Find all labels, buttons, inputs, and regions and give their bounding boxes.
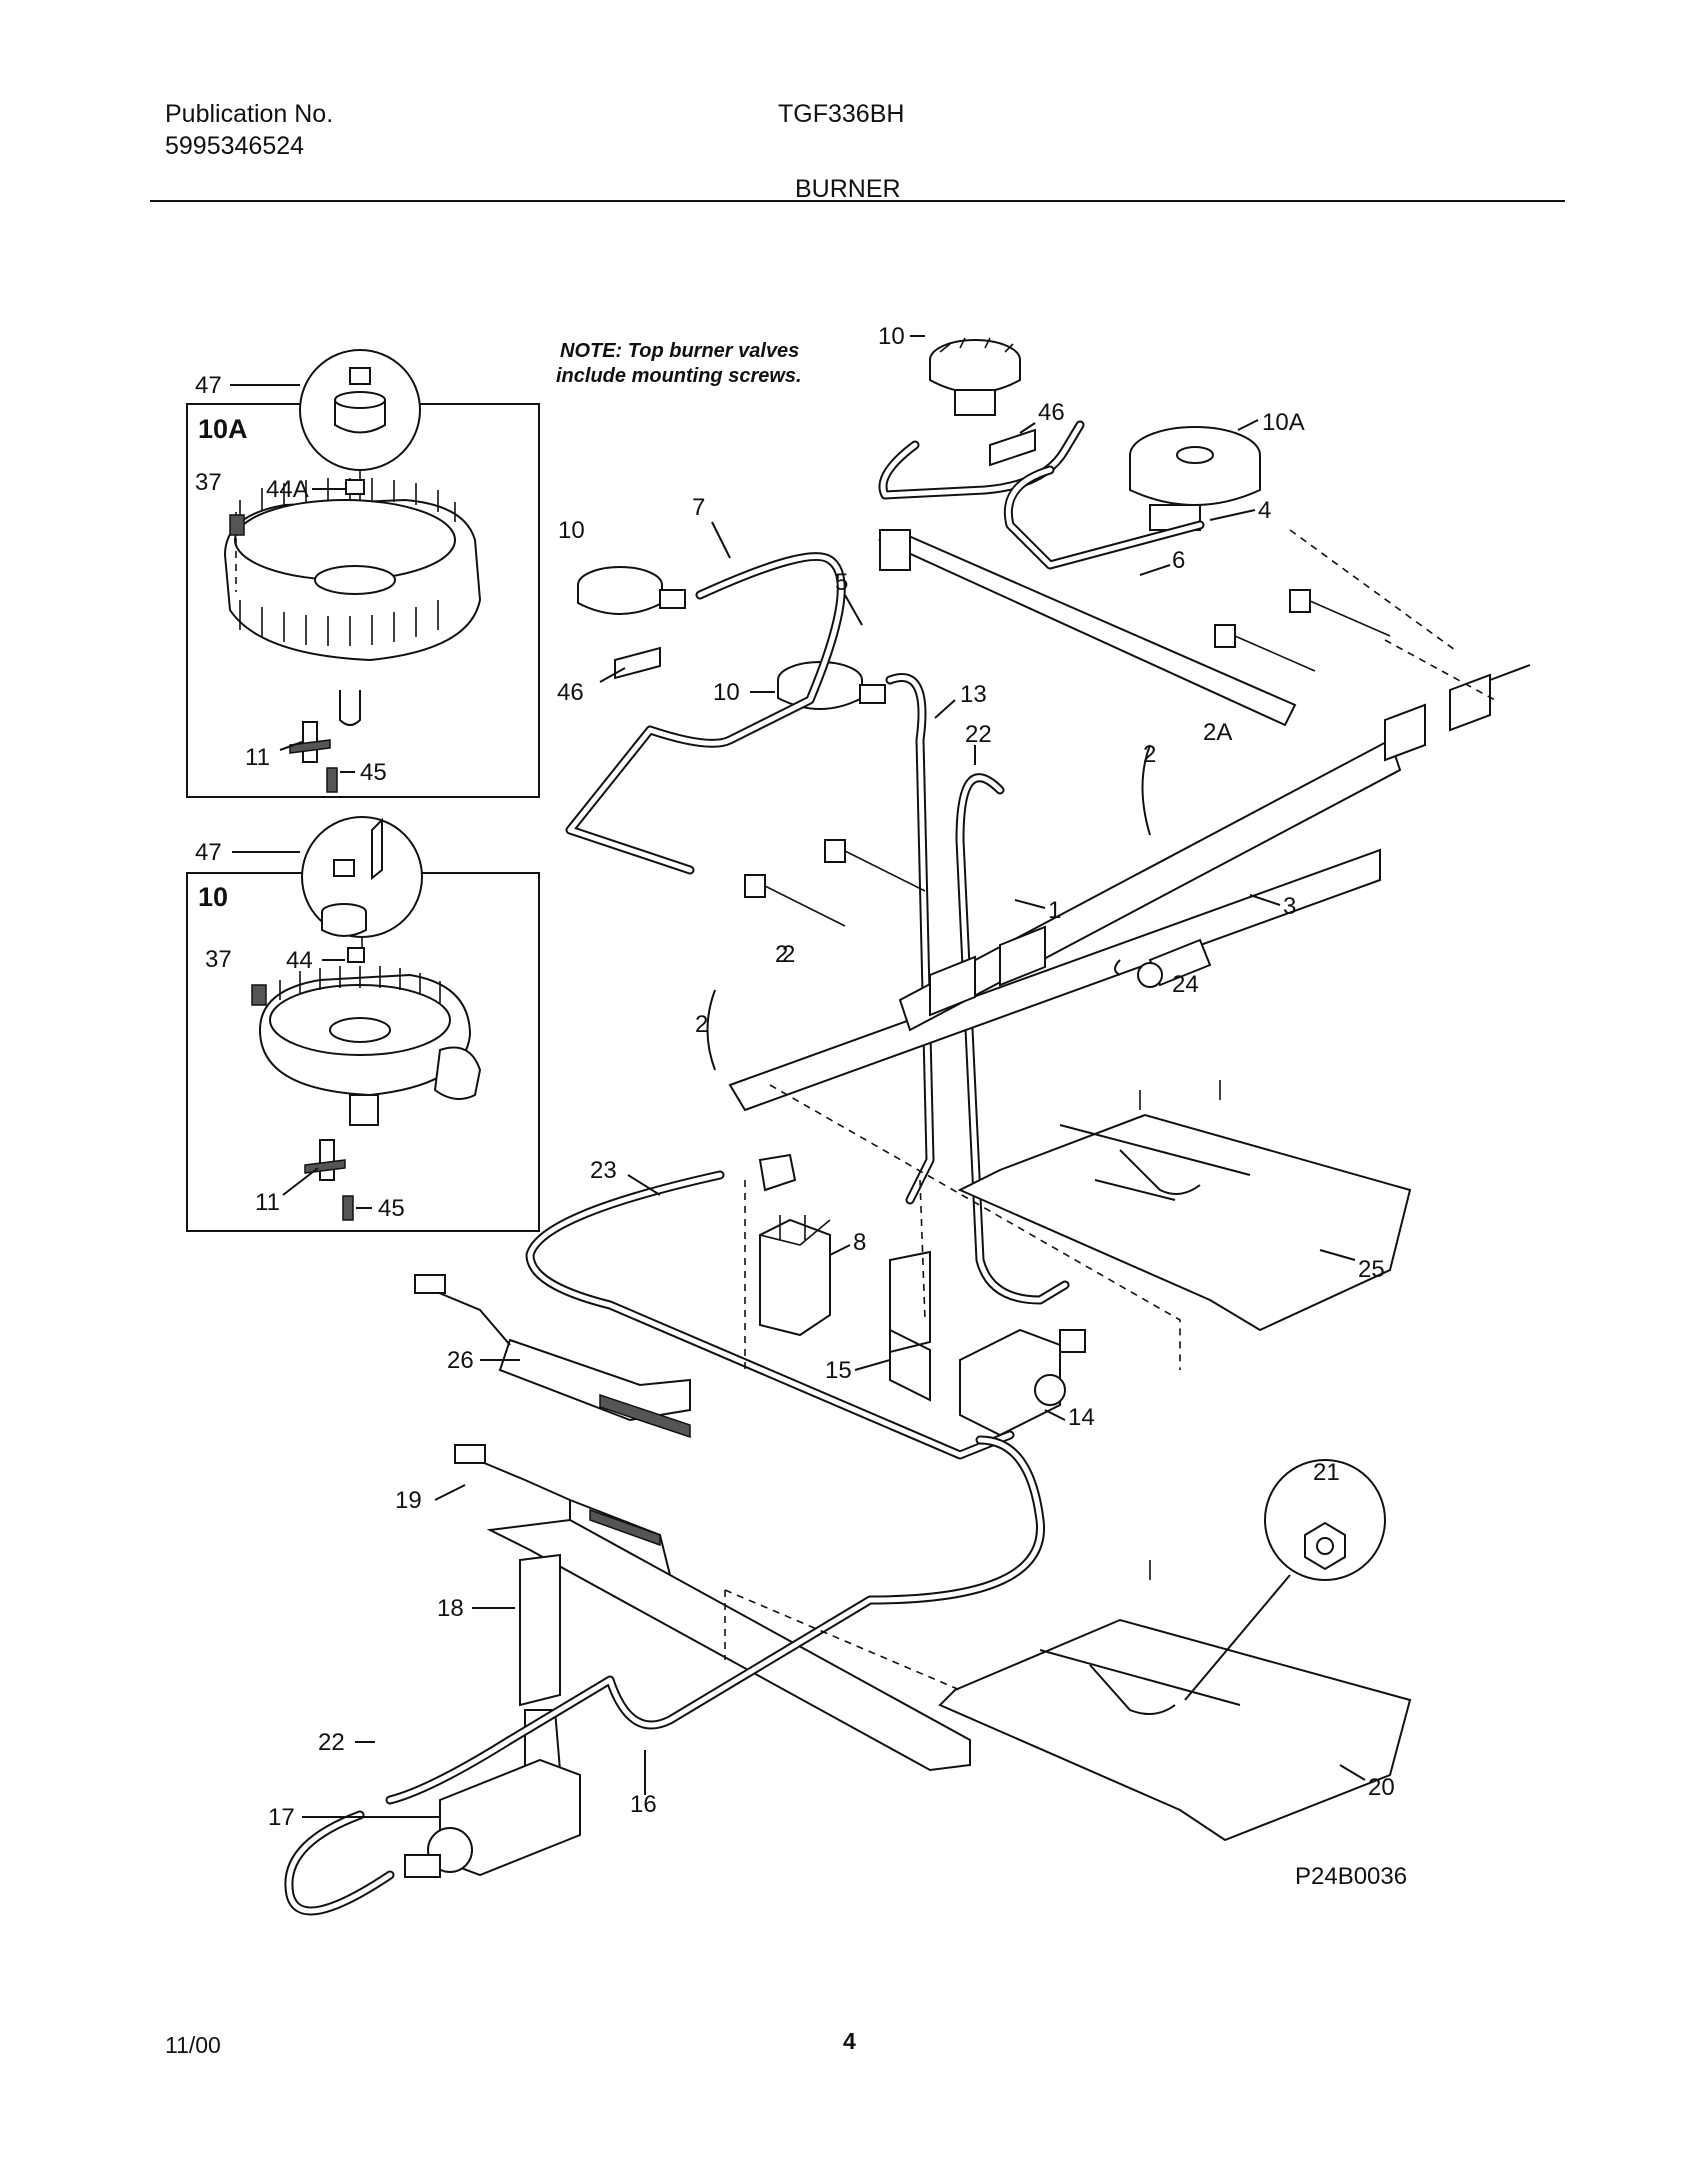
note-line-1: NOTE: Top burner valves [560, 340, 799, 362]
section-title: BURNER [795, 175, 901, 203]
callout-26: 26 [447, 1347, 474, 1374]
callout-2-center: 2 [782, 941, 795, 968]
callout-19: 19 [395, 1487, 422, 1514]
igniter-26 [414, 1274, 691, 1439]
callout-5: 5 [835, 569, 848, 596]
dashed-guides [724, 529, 1496, 1691]
callout-8: 8 [853, 1229, 866, 1256]
connector-24 [1137, 938, 1212, 988]
oven-burner-23 [525, 1153, 1015, 1460]
cap-screw-icon [349, 367, 371, 385]
screw-37b-icon [251, 984, 267, 1006]
callout-2a: 2A [1203, 719, 1232, 746]
callout-44a: 44A [266, 476, 309, 503]
inset-10a-title: 10A [198, 414, 248, 444]
bracket-15 [889, 1250, 931, 1402]
callout-14: 14 [1068, 1404, 1095, 1431]
callout-22-top: 22 [965, 721, 992, 748]
igniter-module-8 [759, 1215, 831, 1337]
callout-10-left: 10 [558, 517, 585, 544]
callout-15: 15 [825, 1357, 852, 1384]
bracket-46-top [989, 428, 1036, 467]
callouts: 10 46 10A 4 6 7 10 5 46 10 13 22 2 2A 2 … [268, 323, 1395, 1831]
callout-44: 44 [286, 947, 313, 974]
burner-10-front-left [577, 566, 686, 615]
callout-24: 24 [1172, 971, 1199, 998]
callout-4: 4 [1258, 497, 1271, 524]
callout-11: 11 [245, 744, 270, 771]
callout-23: 23 [590, 1157, 617, 1184]
screw-37-icon [229, 514, 245, 536]
burner-base-10a-drawing [223, 478, 482, 793]
oven-valve-17 [284, 1758, 581, 1916]
burner-10-front-center [777, 661, 886, 710]
inset-10-title: 10 [198, 882, 228, 912]
callout-37b: 37 [205, 946, 232, 973]
burner-base-10-drawing [251, 947, 482, 1221]
callout-46-top: 46 [1038, 399, 1065, 426]
pressure-regulator-14 [959, 1328, 1086, 1437]
inset-10: 10 47 37 44 11 45 [186, 816, 540, 1232]
callout-3: 3 [1283, 893, 1296, 920]
baffle-20 [938, 1560, 1412, 1842]
screw-44a-icon [345, 479, 365, 495]
broil-burner-18 [486, 1518, 971, 1772]
callout-46-left: 46 [557, 679, 584, 706]
callout-47b: 47 [195, 839, 222, 866]
burner-10a-rear-right [1129, 426, 1261, 531]
page-number: 4 [843, 2028, 856, 2054]
callout-10-top: 10 [878, 323, 905, 350]
callout-13: 13 [960, 681, 987, 708]
callout-45: 45 [360, 759, 387, 786]
callout-22-bottom: 22 [318, 1729, 345, 1756]
burner-10-rear-left [929, 337, 1021, 416]
nut-21-magnifier [1184, 1459, 1386, 1701]
callout-18: 18 [437, 1595, 464, 1622]
model-number: TGF336BH [778, 100, 905, 128]
inset-10a: 10A 47 37 44A 11 45 [186, 349, 540, 798]
manifold-pipe [728, 528, 1531, 1112]
callout-11b: 11 [255, 1189, 280, 1216]
screw-45-icon [326, 767, 338, 793]
note-line-2: include mounting screws. [556, 365, 802, 387]
callout-2-right: 2 [1143, 741, 1156, 768]
callout-16: 16 [630, 1791, 657, 1818]
header-rule [150, 200, 1565, 202]
publication-label: Publication No. [165, 100, 334, 128]
callout-47: 47 [195, 372, 222, 399]
callout-10a-main: 10A [1262, 409, 1305, 436]
gas-tubing [565, 420, 1205, 1305]
baffle-25 [957, 1080, 1412, 1332]
callout-45b: 45 [378, 1195, 405, 1222]
callout-6: 6 [1172, 547, 1185, 574]
callout-37: 37 [195, 469, 222, 496]
callout-2-left: 2 [775, 941, 788, 968]
bracket-46-left [614, 646, 661, 680]
callout-10-center: 10 [713, 679, 740, 706]
screw-44-icon [347, 947, 365, 963]
callout-2-lower-left: 2 [695, 1011, 708, 1038]
figure-id: P24B0036 [1295, 1863, 1407, 1890]
callout-20: 20 [1368, 1774, 1395, 1801]
top-burner-valves [577, 337, 1261, 710]
callout-1: 1 [1048, 897, 1061, 924]
footer-date: 11/00 [165, 2032, 221, 2058]
callout-25: 25 [1358, 1256, 1385, 1283]
publication-number: 5995346524 [165, 132, 305, 160]
screw-45b-icon [342, 1195, 354, 1221]
lower-tubing [385, 1435, 1046, 1805]
callout-7: 7 [692, 494, 705, 521]
callout-17: 17 [268, 1804, 295, 1831]
valve-stubs [744, 589, 1391, 927]
callout-21: 21 [1313, 1459, 1340, 1486]
